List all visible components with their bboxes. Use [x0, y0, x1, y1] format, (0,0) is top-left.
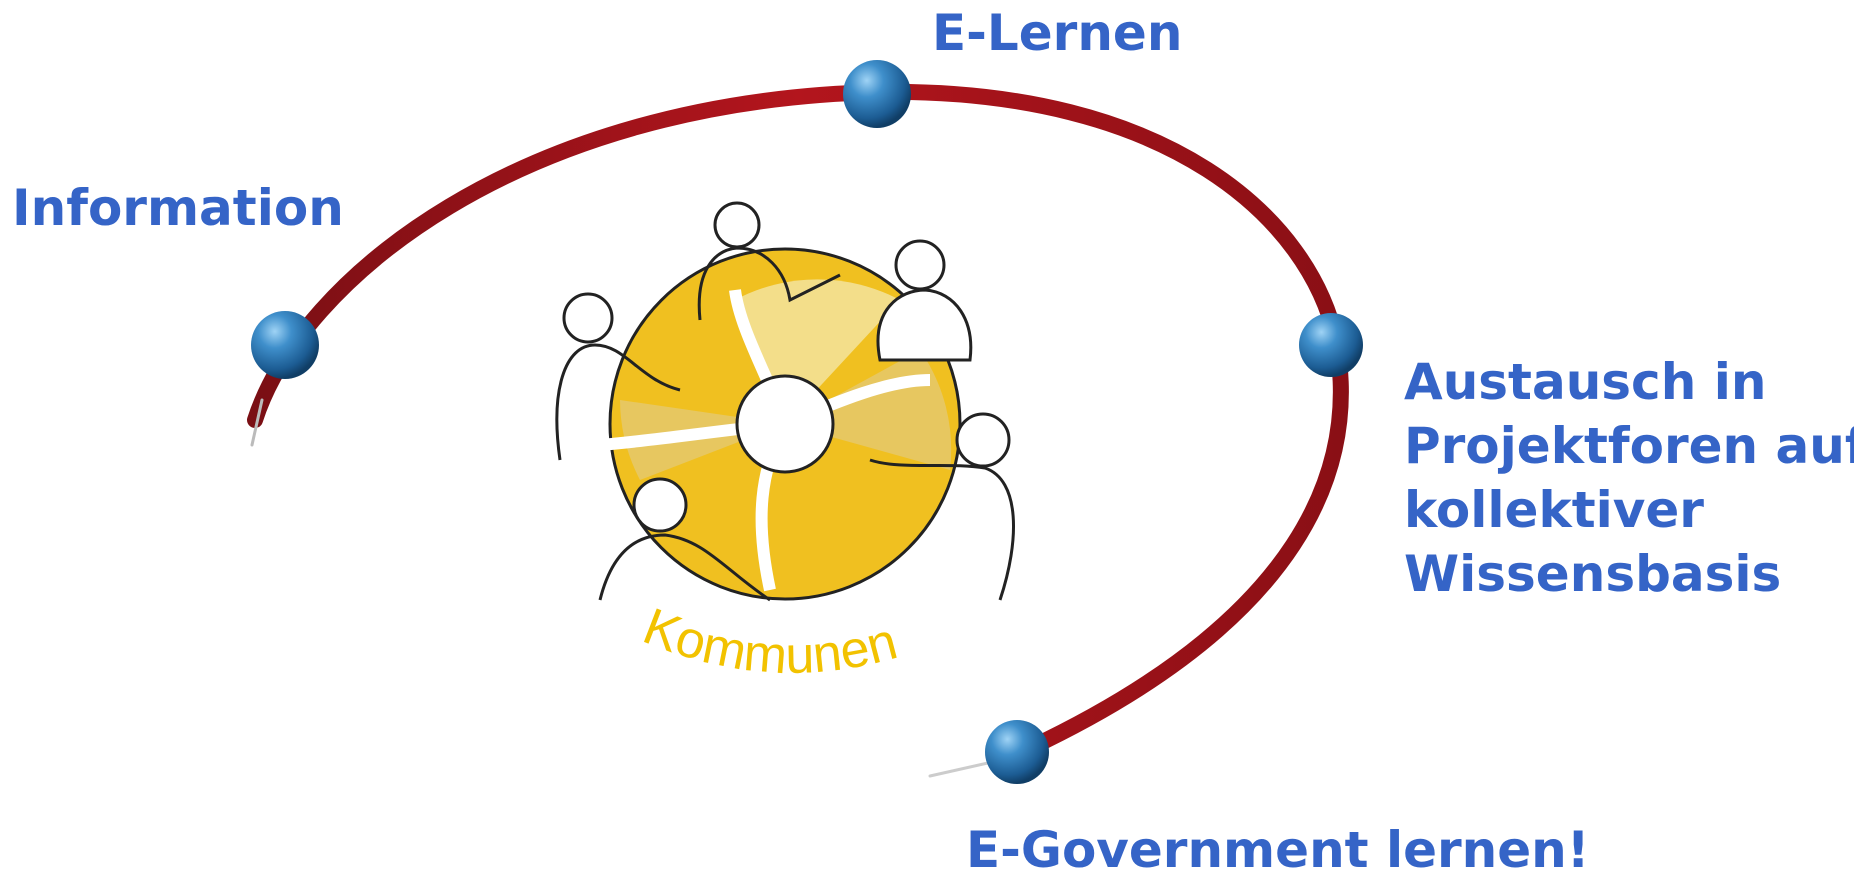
label-austausch: Austausch in Projektforen auf kollektive… — [1404, 350, 1854, 606]
sphere-egovernment — [985, 720, 1049, 784]
label-information: Information — [12, 179, 344, 237]
label-austausch-line: Wissensbasis — [1404, 545, 1782, 603]
label-e-government: E-Government lernen! — [966, 821, 1590, 870]
sphere-elernen — [843, 60, 911, 128]
orbit-tail-left — [250, 398, 264, 447]
sphere-austausch — [1299, 313, 1363, 377]
round-table-illustration — [555, 201, 1015, 602]
kommunen-label: Kommunen — [636, 597, 903, 685]
table-center — [735, 374, 835, 474]
orbit-arc — [247, 83, 1349, 756]
label-austausch-line: Austausch in — [1404, 353, 1767, 411]
person-figures — [555, 201, 1015, 602]
label-austausch-line: kollektiver — [1404, 481, 1704, 539]
label-austausch-line: Projektforen auf — [1404, 417, 1854, 475]
sphere-information — [251, 311, 319, 379]
label-e-lernen: E-Lernen — [932, 4, 1183, 62]
